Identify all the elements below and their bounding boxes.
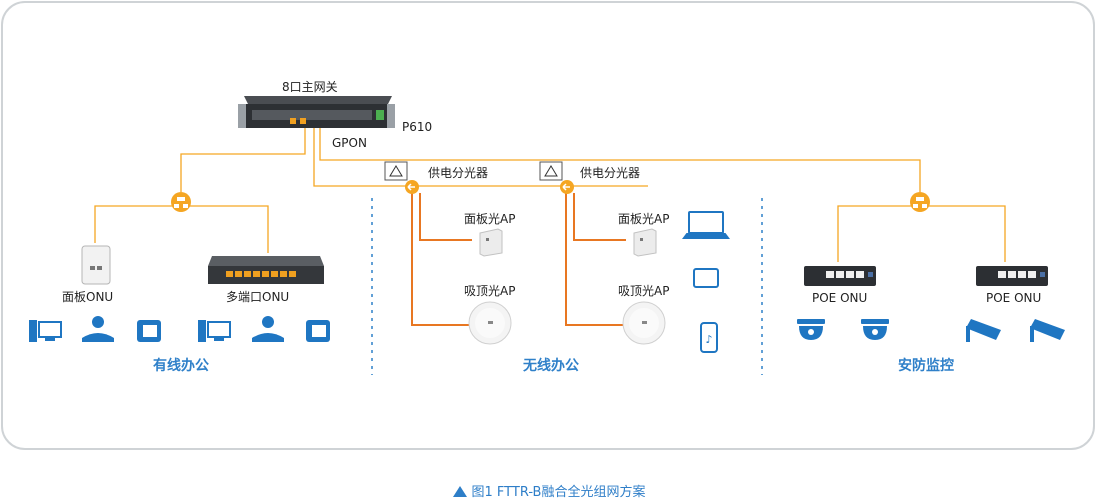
panel-ap-2-label: 面板光AP <box>618 212 670 226</box>
ceiling-ap-2-label: 吸顶光AP <box>618 284 670 298</box>
panel-onu-device <box>81 245 111 285</box>
splitter-2-label: 供电分光器 <box>580 166 641 180</box>
multiport-onu-label: 多端口ONU <box>226 290 290 304</box>
desktop-pc-icon-1 <box>29 320 62 342</box>
splitter-1-label: 供电分光器 <box>428 166 489 180</box>
figure-caption: 图1 FTTR-B融合全光组网方案 <box>0 481 1098 500</box>
panel-ap-1-label: 面板光AP <box>464 212 516 226</box>
panel-ap-1-device <box>479 228 503 257</box>
section-title-wireless: 无线办公 <box>523 358 579 374</box>
svg-text:♪: ♪ <box>705 333 712 346</box>
ceiling-ap-2-device <box>622 301 666 345</box>
wired-hub-icon <box>171 192 191 212</box>
desk-phone-icon-1 <box>137 320 161 342</box>
bullet-camera-icon-1 <box>966 319 1001 342</box>
splitter-2-icon <box>539 161 574 194</box>
poe-onu-1-device <box>804 266 876 286</box>
poe-onu-2-device <box>976 266 1048 286</box>
video-conference-icon-2 <box>252 316 284 342</box>
section-title-wired: 有线办公 <box>153 358 209 374</box>
desk-phone-icon-2 <box>306 320 330 342</box>
poe-onu-2-label: POE ONU <box>986 291 1042 305</box>
ceiling-ap-1-device <box>468 301 512 345</box>
phone-icon: ♪ <box>700 322 718 353</box>
splitter-1-icon <box>384 161 419 194</box>
gateway-model: P610 <box>402 120 433 134</box>
panel-ap-2-device <box>633 228 657 257</box>
panel-onu-label: 面板ONU <box>62 290 114 304</box>
diagram-frame <box>1 1 1095 450</box>
fiber-links <box>94 126 1006 262</box>
ceiling-ap-1-label: 吸顶光AP <box>464 284 516 298</box>
multiport-onu-device <box>208 256 324 284</box>
security-hub-icon <box>910 192 930 212</box>
desktop-pc-icon-2 <box>198 320 231 342</box>
section-title-security: 安防监控 <box>898 358 954 374</box>
poe-onu-1-label: POE ONU <box>812 291 868 305</box>
figure-caption-text: 图1 FTTR-B融合全光组网方案 <box>471 485 646 500</box>
gateway-device <box>238 96 395 128</box>
video-conference-icon-1 <box>82 316 114 342</box>
drop-cables <box>411 193 626 326</box>
dome-camera-icon-1 <box>797 319 825 340</box>
laptop-icon <box>682 211 730 239</box>
bullet-camera-icon-2 <box>1030 319 1065 342</box>
dome-camera-icon-2 <box>861 319 889 340</box>
gateway-title: 8口主网关 <box>282 80 338 94</box>
tablet-icon <box>693 268 719 288</box>
triangle-icon <box>452 486 467 497</box>
gateway-port-label: GPON <box>332 136 367 150</box>
